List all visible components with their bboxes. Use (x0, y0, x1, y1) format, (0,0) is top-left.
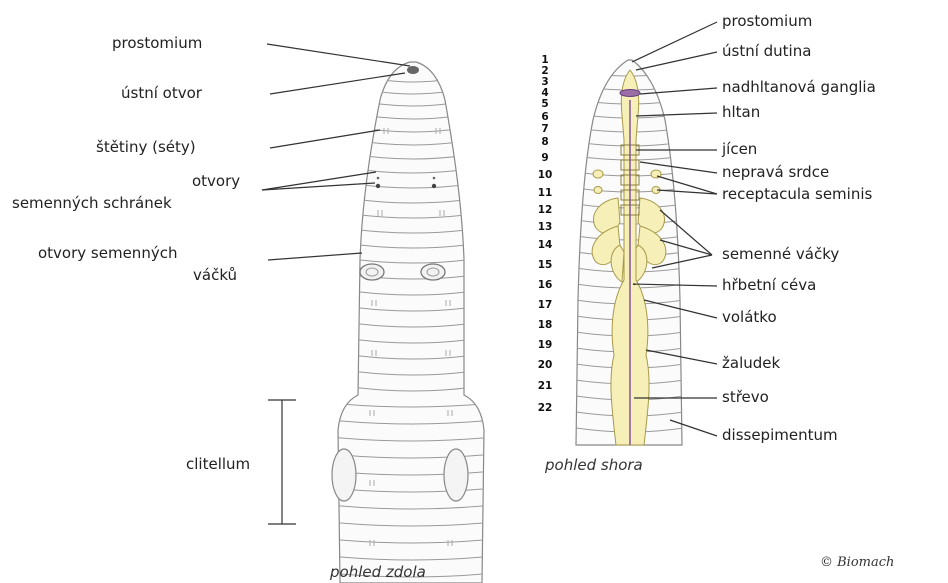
label-seminal-vesicles: semenné váčky (722, 245, 839, 263)
label-cerebral-ganglia: nadhltanová ganglia (722, 78, 876, 96)
label-receptacula-seminis: receptacula seminis (722, 185, 872, 203)
segment-number: 19 (534, 340, 556, 351)
label-intestine: střevo (722, 388, 769, 406)
segment-number: 20 (534, 360, 556, 371)
ventral-worm (330, 62, 494, 583)
label-pharynx: hltan (722, 103, 760, 121)
segment-number: 14 (534, 240, 556, 251)
label-dissepiment: dissepimentum (722, 426, 838, 444)
label-mouth-opening: ústní otvor (121, 84, 202, 102)
copyright-mark: © Biomach (820, 555, 894, 570)
caption-top-view: pohled shora (545, 456, 643, 474)
segment-number: 8 (534, 137, 556, 148)
segment-number: 16 (534, 280, 556, 291)
label-setae: štětiny (séty) (96, 138, 196, 156)
label-gizzard: žaludek (722, 354, 780, 372)
segment-number: 7 (534, 124, 556, 135)
segment-number: 11 (534, 188, 556, 199)
label-vesicle-openings-line1: otvory semenných (38, 244, 177, 262)
label-buccal-cavity: ústní dutina (722, 42, 811, 60)
label-pseudohearts: nepravá srdce (722, 163, 829, 181)
label-prostomium-left: prostomium (112, 34, 202, 52)
label-vesicle-openings-line2: váčků (193, 266, 237, 284)
label-receptacle-openings-line2: semenných schránek (12, 194, 172, 212)
label-receptacle-openings-line1: otvory (192, 172, 240, 190)
segment-number: 17 (534, 300, 556, 311)
segment-number: 12 (534, 205, 556, 216)
label-prostomium-right: prostomium (722, 12, 812, 30)
segment-number: 6 (534, 112, 556, 123)
label-crop: volátko (722, 308, 777, 326)
segment-number: 13 (534, 222, 556, 233)
segment-number: 18 (534, 320, 556, 331)
label-esophagus: jícen (722, 140, 757, 158)
segment-number: 15 (534, 260, 556, 271)
segment-number: 9 (534, 153, 556, 164)
dorsal-worm (576, 60, 684, 445)
segment-number: 21 (534, 381, 556, 392)
caption-bottom-view: pohled zdola (330, 563, 426, 581)
label-dorsal-vessel: hřbetní céva (722, 276, 816, 294)
segment-number: 10 (534, 170, 556, 181)
label-clitellum: clitellum (186, 455, 250, 473)
segment-number: 22 (534, 403, 556, 414)
segment-number: 5 (534, 99, 556, 110)
